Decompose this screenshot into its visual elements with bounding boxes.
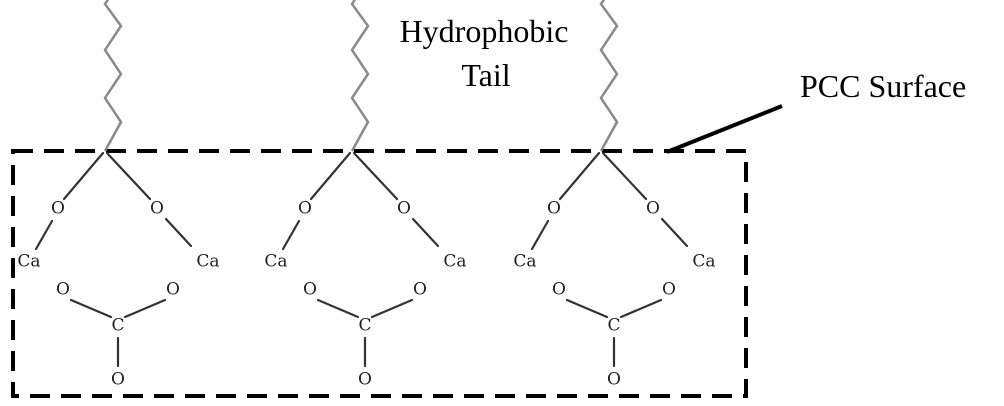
- bond-o-ca-left: [281, 219, 301, 251]
- oxygen-atom: O: [547, 199, 561, 219]
- oxygen-atom: O: [413, 280, 427, 300]
- carbon-atom: C: [607, 316, 620, 336]
- carbon-atom: C: [111, 316, 124, 336]
- bond-o-ca-right: [660, 217, 689, 248]
- bond-junction-o-right: [105, 151, 152, 201]
- oxygen-atom: O: [662, 280, 676, 300]
- bond-carbonate-left: [316, 298, 360, 319]
- calcium-atom: Ca: [196, 252, 219, 272]
- bond-carbonate-left: [565, 298, 609, 319]
- oxygen-atom: O: [298, 199, 312, 219]
- bond-o-ca-right: [164, 217, 193, 248]
- calcium-atom: Ca: [264, 252, 287, 272]
- hydrophobic-tail-chain: [103, 0, 123, 152]
- oxygen-atom: O: [150, 199, 164, 219]
- bond-carbonate-right: [123, 298, 167, 319]
- oxygen-atom: O: [166, 280, 180, 300]
- oxygen-atom: O: [111, 370, 125, 390]
- bond-carbonate-right: [370, 298, 414, 319]
- bond-junction-o-left: [558, 151, 601, 201]
- calcium-atom: Ca: [17, 252, 40, 272]
- calcium-atom: Ca: [443, 252, 466, 272]
- pcc-surface-box: [11, 149, 748, 398]
- oxygen-atom: O: [51, 199, 65, 219]
- bond-junction-o-left: [309, 151, 352, 201]
- hydrophobic-tail-chain: [599, 0, 619, 152]
- oxygen-atom: O: [397, 199, 411, 219]
- bond-junction-o-right: [601, 151, 648, 201]
- oxygen-atom: O: [56, 280, 70, 300]
- oxygen-atom: O: [552, 280, 566, 300]
- bond-o-ca-left: [34, 219, 54, 251]
- bond-o-ca-right: [411, 217, 440, 248]
- oxygen-atom: O: [646, 199, 660, 219]
- pcc-surface-label: PCC Surface: [800, 68, 966, 104]
- pcc-surface-pointer: [666, 104, 783, 154]
- calcium-atom: Ca: [513, 252, 536, 272]
- bond-o-ca-left: [530, 219, 550, 251]
- carbon-atom: C: [358, 316, 371, 336]
- bond-carbonate-left: [69, 298, 113, 319]
- calcium-atom: Ca: [692, 252, 715, 272]
- oxygen-atom: O: [607, 370, 621, 390]
- hydrophobic-label-line2: Tail: [461, 57, 510, 93]
- oxygen-atom: O: [303, 280, 317, 300]
- bond-junction-o-right: [352, 151, 399, 201]
- oxygen-atom: O: [358, 370, 372, 390]
- bond-junction-o-left: [62, 151, 105, 201]
- bond-carbonate-right: [619, 298, 663, 319]
- hydrophobic-tail-chain: [350, 0, 370, 152]
- hydrophobic-label-line1: Hydrophobic: [400, 13, 569, 49]
